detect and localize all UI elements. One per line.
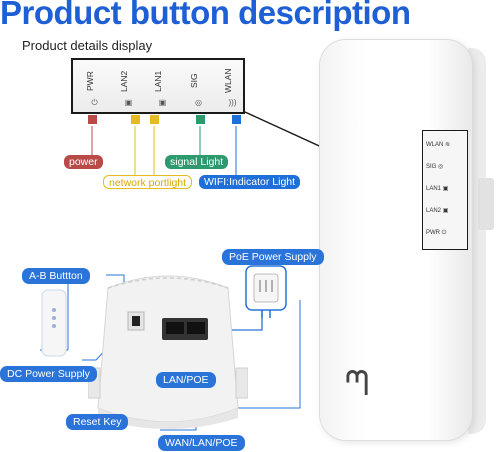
power-swatch (88, 115, 97, 124)
device-led-row: PWR ⏻ (426, 227, 466, 239)
wifi-indicator-tag: WIFI:Indicator Light (199, 175, 301, 189)
wifi-swatch (232, 115, 241, 124)
ethernet-icon: ▣ (158, 98, 167, 107)
mount-bracket (478, 178, 494, 230)
ethernet-icon: ▣ (124, 98, 133, 107)
led-lan2: LAN2 ▣ (119, 66, 139, 108)
led-wlan: WLAN ))) (223, 66, 243, 108)
network-portlight-tag: network portlight (103, 175, 193, 189)
device-led-row: WLAN ≋ (426, 139, 466, 151)
device-bottom-view (88, 275, 248, 429)
power-icon: ⏻ (441, 230, 447, 236)
ab-button-label: A-B Buttton (22, 268, 90, 284)
wifi-icon: ))) (228, 98, 237, 107)
network-swatch (131, 115, 140, 124)
network-swatch (150, 115, 159, 124)
ethernet-icon: ▣ (442, 186, 449, 192)
page-subtitle: Product details display (22, 38, 153, 53)
device-led-label: LAN2 (426, 208, 442, 214)
signal-light-tag: signal Light (165, 155, 229, 169)
wifi-icon: ≋ (445, 142, 451, 148)
device-led-row: LAN2 ▣ (426, 205, 466, 217)
page-title: Product button description (0, 0, 411, 31)
device-led-row: LAN1 ▣ (426, 183, 466, 195)
device-led-label: WLAN (426, 142, 444, 148)
device-led-label: SIG (426, 164, 437, 170)
lan-poe-label: LAN/POE (156, 372, 216, 388)
signal-icon: ◎ (438, 164, 444, 170)
ab-button-card (41, 289, 67, 357)
poe-adapter-illustration (245, 265, 287, 318)
wan-lan-poe-label: WAN/LAN/POE (158, 435, 245, 451)
device-led-label: LAN1 (426, 186, 442, 192)
led-panel-zoom: PWR ⏻ LAN2 ▣ LAN1 ▣ SIG ◎ WLAN ))) (71, 58, 245, 114)
power-icon: ⏻ (91, 98, 98, 107)
dc-supply-label: DC Power Supply (0, 366, 97, 382)
signal-icon: ◎ (195, 98, 202, 107)
signal-swatch (196, 115, 205, 124)
reset-key-label: Reset Key (66, 414, 129, 430)
poe-supply-label: PoE Power Supply (222, 249, 324, 265)
device-side (468, 48, 486, 434)
led-lan1: LAN1 ▣ (153, 66, 173, 108)
device-led-label: PWR (426, 230, 440, 236)
led-pwr: PWR ⏻ (85, 66, 105, 108)
device-led-panel: WLAN ≋ SIG ◎ LAN1 ▣ LAN2 ▣ PWR ⏻ (422, 130, 468, 250)
led-sig: SIG ◎ (189, 66, 209, 108)
ethernet-icon: ▣ (442, 208, 449, 214)
brand-logo: ᘉ (344, 364, 370, 404)
device-led-row: SIG ◎ (426, 161, 466, 173)
power-tag: power (64, 155, 103, 169)
